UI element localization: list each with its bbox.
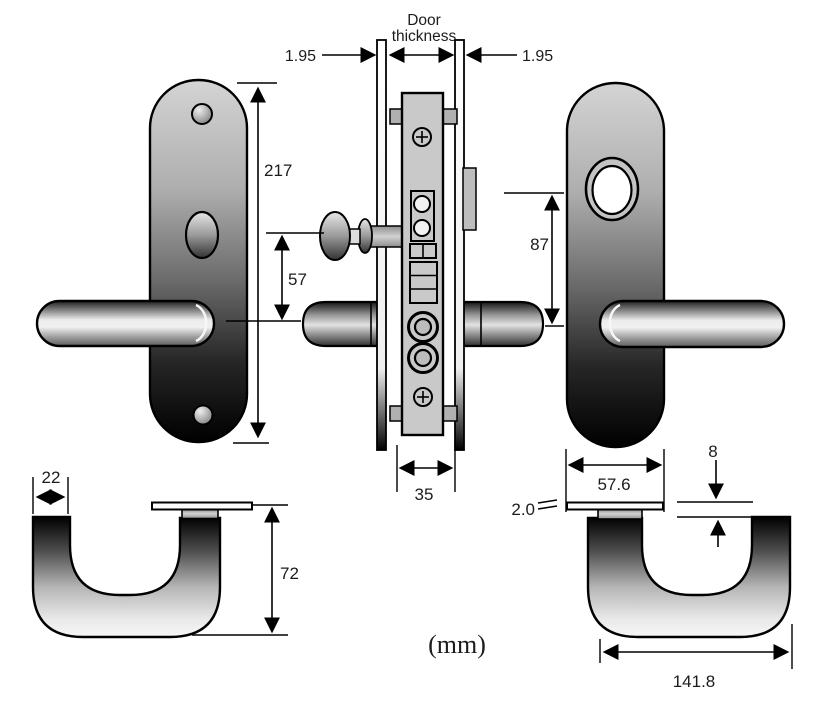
dim-handle-projection: 72 xyxy=(192,504,299,636)
left-handle-cap-highlight xyxy=(195,303,208,343)
knob-head xyxy=(319,211,351,261)
tube-diameter-label: 22 xyxy=(42,468,61,487)
spindle-follower-lower xyxy=(407,342,439,374)
dim-thumbturn-to-handle: 57 xyxy=(226,232,324,322)
right-lever-handle xyxy=(598,299,786,349)
door-thickness-label-line2: thickness xyxy=(392,28,457,45)
left-bottom-screw xyxy=(192,404,214,426)
backplate-thickness-label: 2.0 xyxy=(511,500,535,519)
faceplate-thickness-right-label: 1.95 xyxy=(522,48,553,65)
thumbturn-oval xyxy=(184,210,220,260)
right-handle-cap-highlight xyxy=(608,303,621,343)
u-handle-left xyxy=(31,515,222,639)
left-handle-side-view xyxy=(301,300,381,348)
right-backplate-assembly xyxy=(565,81,786,449)
right-handle-side-view xyxy=(461,300,545,348)
u-handle-right xyxy=(586,515,792,639)
dim-door-thickness: Door thickness 1.95 1.95 xyxy=(285,12,553,65)
dim-backplate-height: 217 xyxy=(233,82,292,444)
dim-backplate-width: 57.6 xyxy=(565,449,665,512)
lock-bolt-block xyxy=(409,261,438,304)
rose-plate-right xyxy=(566,501,664,511)
dim-cylinder-to-handle: 87 xyxy=(504,192,564,327)
leader-tick xyxy=(537,499,558,504)
units-note: (mm) xyxy=(428,630,486,659)
faceplate-thickness-left-label: 1.95 xyxy=(285,48,316,65)
handle-plan-view-left xyxy=(31,501,253,639)
left-backplate xyxy=(148,78,249,444)
dim-handle-length: 141.8 xyxy=(599,624,793,691)
cylinder-hole xyxy=(591,164,633,216)
right-backplate xyxy=(565,81,666,449)
backplate-height-label: 217 xyxy=(264,161,292,180)
left-backplate-assembly xyxy=(35,78,249,444)
thumbturn-to-handle-label: 57 xyxy=(288,270,307,289)
lock-latch-block xyxy=(409,243,437,259)
right-faceplate-edge xyxy=(454,39,465,451)
mortise-lock-side-view xyxy=(301,39,545,451)
lock-cylinder-slot xyxy=(410,190,435,242)
peg-top-left xyxy=(389,108,403,125)
handle-plan-view-right xyxy=(566,501,792,639)
dim-lock-case-width: 35 xyxy=(396,445,456,504)
door-thickness-label-line1: Door xyxy=(407,12,441,29)
cylinder-housing xyxy=(462,167,477,231)
rose-plate-left xyxy=(151,501,253,511)
peg-bottom-left xyxy=(389,405,403,422)
cylinder-to-handle-label: 87 xyxy=(530,235,549,254)
handle-clearance-label: 8 xyxy=(708,442,717,461)
peg-bottom-right xyxy=(442,405,458,422)
dim-backplate-thickness: 2.0 xyxy=(511,499,558,519)
lock-case-width-label: 35 xyxy=(415,485,434,504)
handle-projection-label: 72 xyxy=(280,564,299,583)
peg-top-right xyxy=(442,108,458,125)
left-top-screw xyxy=(191,103,213,125)
dim-handle-clearance: 8 xyxy=(677,442,753,547)
dim-tube-diameter: 22 xyxy=(32,468,69,514)
handle-length-label: 141.8 xyxy=(673,672,716,691)
lock-case-top-screw xyxy=(412,127,432,147)
left-lever-handle xyxy=(35,299,216,348)
leader-tick xyxy=(537,505,558,510)
spindle-follower-upper xyxy=(407,311,439,343)
backplate-width-label: 57.6 xyxy=(597,475,630,494)
lock-case-bottom-screw xyxy=(413,387,433,407)
